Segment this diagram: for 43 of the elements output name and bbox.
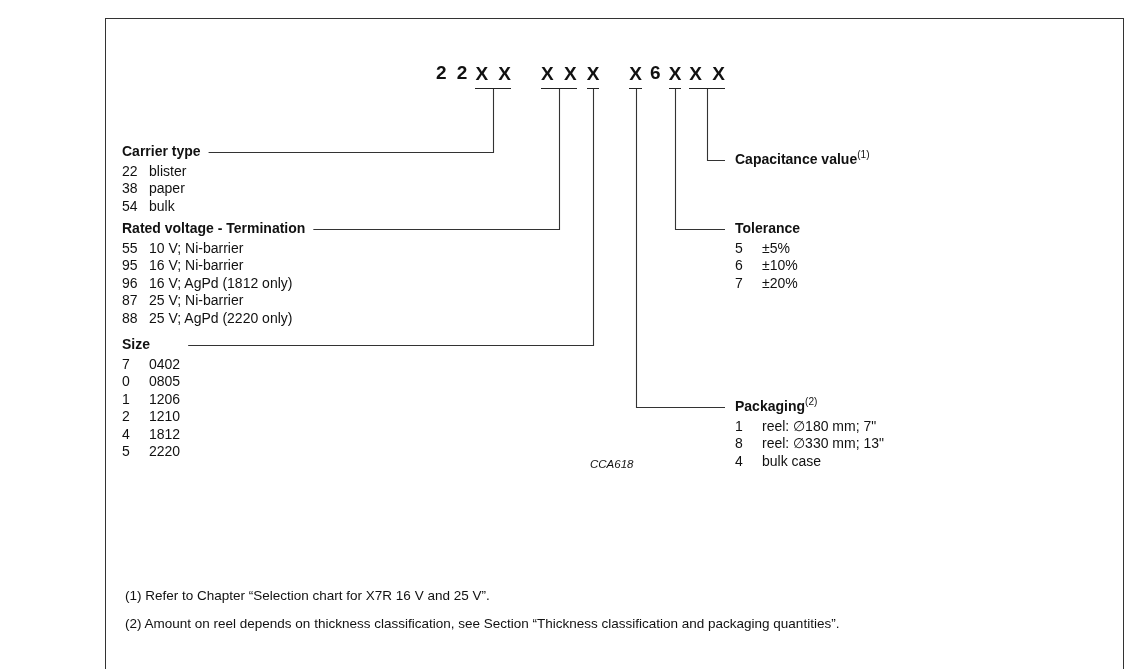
field-heading: Rated voltage - Termination bbox=[122, 220, 306, 238]
option-row: 0 0805 bbox=[122, 373, 181, 391]
option-row-text: 88 25 V; AgPd (2220 only) bbox=[122, 309, 294, 327]
leader-line bbox=[187, 87, 595, 347]
option-row: 7 0402 bbox=[122, 355, 181, 373]
option-row-text: 1 reel: ∅180 mm; 7" bbox=[735, 417, 878, 435]
leader-line bbox=[312, 87, 561, 231]
option-row: 1 1206 bbox=[122, 390, 181, 408]
code-digits: 2 2 bbox=[436, 62, 468, 85]
option-row-text: 22 blister bbox=[122, 162, 188, 180]
option-row-text: 38 paper bbox=[122, 180, 186, 198]
field-heading: Tolerance bbox=[735, 220, 801, 238]
field-heading: Capacitance value$^{(1)}$ bbox=[735, 151, 870, 169]
option-row-text: 6 ±10% bbox=[735, 257, 799, 275]
code-position: X X bbox=[541, 62, 577, 89]
option-row: 5 2220 bbox=[122, 443, 181, 461]
footnote: (1) Refer to Chapter “Selection chart for X7R 16 V and 25 V”. bbox=[125, 588, 490, 603]
option-row-text: 55 10 V; Ni-barrier bbox=[122, 239, 245, 257]
code-position: X bbox=[586, 62, 600, 89]
code-position: X X bbox=[475, 62, 512, 89]
option-row-text: 4 bulk case bbox=[735, 452, 823, 470]
leader-line bbox=[208, 87, 495, 154]
option-row-text: 96 16 V; AgPd (1812 only) bbox=[122, 274, 294, 292]
code-reference: CCA618 bbox=[590, 458, 634, 470]
option-row-text: 5 ±5% bbox=[735, 239, 791, 257]
footnote: (2) Amount on reel depends on thickness classification, see Section “Thickness classification and packaging quantities”. bbox=[125, 616, 840, 631]
code-position: X X bbox=[689, 62, 725, 89]
option-row: 2 1210 bbox=[122, 408, 181, 426]
field-heading: Packaging$^{(2)}$ bbox=[735, 398, 819, 416]
option-row-text: 54 bulk bbox=[122, 197, 176, 215]
leader-line bbox=[706, 87, 726, 162]
code-digits: 6 bbox=[650, 62, 661, 85]
leader-line bbox=[635, 87, 726, 409]
code-position: X bbox=[629, 62, 643, 89]
option-row: 8 reel: ∅330 mm; 13" bbox=[735, 435, 885, 453]
option-row: 4 1812 bbox=[122, 425, 181, 443]
option-row-text: 87 25 V; Ni-barrier bbox=[122, 292, 245, 310]
leader-line bbox=[674, 87, 726, 231]
option-row-text: 7 ±20% bbox=[735, 274, 799, 292]
code-position: X bbox=[668, 62, 682, 89]
option-row-text: 95 16 V; Ni-barrier bbox=[122, 257, 245, 275]
field-heading: Size bbox=[122, 336, 151, 354]
field-heading: Carrier type bbox=[122, 143, 201, 161]
